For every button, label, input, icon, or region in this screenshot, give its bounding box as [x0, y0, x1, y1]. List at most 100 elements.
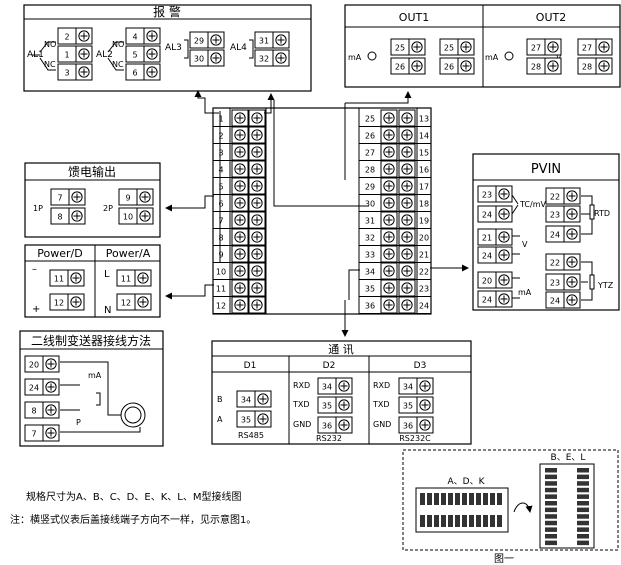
- svg-text:+: +: [32, 304, 40, 315]
- pvin-tcmv: TC/mV: [519, 200, 546, 209]
- note-line-2: 注：横竖式仪表后盖接线端子方向不一样，见示意图1。: [10, 513, 256, 526]
- twowire-terminal: 20: [29, 361, 39, 370]
- left-terminal-num: 11: [216, 285, 226, 294]
- left-terminal-num: 7: [218, 217, 223, 226]
- pvin-title: PVIN: [531, 162, 561, 177]
- mid-terminal-num: 27: [365, 149, 375, 158]
- left-terminal-num: 9: [218, 251, 223, 260]
- pvin-ma: mA: [518, 288, 532, 297]
- right-terminal-num: 24: [419, 302, 429, 311]
- pvin-terminal: 21: [482, 234, 492, 243]
- out1-terminal: 25: [444, 44, 454, 53]
- comm-d2-rxd: RXD: [293, 381, 310, 390]
- connectors: [165, 90, 469, 337]
- al4-label: AL4: [230, 43, 247, 53]
- figure-label-b: B、E、L: [551, 453, 586, 463]
- pvin-terminal: 23: [482, 191, 492, 200]
- out1-ma: mA: [348, 53, 362, 62]
- mid-terminal-num: 28: [365, 166, 375, 175]
- al1-terminal: 2: [64, 33, 69, 42]
- mid-terminal-num: 26: [365, 132, 375, 141]
- right-terminal-num: 15: [419, 149, 429, 158]
- al1-nc: NC: [44, 60, 56, 69]
- twowire-ma: mA: [88, 371, 102, 380]
- feed-terminal: 10: [123, 213, 133, 222]
- left-terminal-num: 8: [218, 234, 223, 243]
- right-terminal-num: 22: [419, 268, 429, 277]
- pvin-ytz: YTZ: [597, 281, 614, 290]
- comm-d3-gnd: GND: [373, 420, 391, 429]
- figure-one: A、D、K B、E、L 图一: [402, 449, 619, 565]
- figure-caption: 图一: [494, 553, 514, 565]
- svg-text:–: –: [32, 264, 37, 275]
- pvin-terminal: 24: [550, 297, 560, 306]
- mid-terminal-num: 34: [365, 268, 375, 277]
- comm-d1-b: B: [217, 395, 223, 404]
- out2-terminal: 28: [582, 63, 592, 72]
- al4-terminal: 31: [259, 37, 269, 46]
- out1-terminal: 26: [395, 63, 405, 72]
- pvin-terminal: 22: [550, 259, 560, 268]
- feed-1p: 1P: [33, 204, 43, 213]
- comm-d2-terminal: 34: [322, 383, 332, 392]
- mid-terminal-num: 32: [365, 234, 375, 243]
- pvin-terminal: 20: [482, 277, 492, 286]
- left-terminal-num: 1: [218, 115, 223, 124]
- pvin-terminal: 24: [482, 296, 492, 305]
- feed-2p: 2P: [103, 204, 113, 213]
- power-a-terminal: 11: [121, 275, 131, 284]
- figure-label-a: A、D、K: [448, 477, 486, 487]
- comm-d2-txd: TXD: [292, 400, 310, 409]
- feed-terminal: 7: [57, 194, 62, 203]
- left-terminal-num: 4: [218, 166, 223, 175]
- comm-d1-terminal: 35: [241, 416, 251, 425]
- left-terminal-num: 2: [218, 132, 223, 141]
- comm-d1-terminal: 34: [241, 396, 251, 405]
- left-terminal-num: 3: [218, 149, 223, 158]
- right-terminal-num: 17: [419, 183, 429, 192]
- right-terminal-num: 13: [419, 115, 429, 124]
- al4-terminal: 32: [259, 55, 269, 64]
- comm-d3-txd: TXD: [372, 400, 390, 409]
- out1-terminal: 25: [395, 44, 405, 53]
- al2-terminal: 6: [132, 69, 137, 78]
- out2-terminal: 28: [531, 63, 541, 72]
- al3-terminal: 29: [194, 37, 204, 46]
- al3-terminal: 30: [194, 55, 204, 64]
- left-terminal-num: 6: [218, 200, 223, 209]
- comm-d1: D1: [244, 361, 257, 371]
- note-line-1: 规格尺寸为A、B、C、D、E、K、L、M型接线图: [26, 490, 241, 503]
- al2-label: AL2: [96, 50, 113, 60]
- comm-d1-a: A: [217, 415, 223, 424]
- mid-terminal-num: 33: [365, 251, 375, 260]
- comm-d1-proto: RS485: [238, 431, 264, 440]
- feed-terminal: 8: [57, 213, 62, 222]
- comm-d2-terminal: 36: [322, 422, 332, 431]
- al2-nc: NC: [112, 60, 124, 69]
- comm-d3: D3: [414, 361, 427, 371]
- left-terminal-num: 10: [216, 268, 226, 277]
- out2-ma: mA: [485, 53, 499, 62]
- out2-title: OUT2: [536, 11, 566, 24]
- mid-terminal-num: 36: [365, 302, 375, 311]
- power-a-title: Power/A: [106, 247, 151, 260]
- power-d-terminal: 12: [54, 299, 64, 308]
- power-n: N: [104, 305, 111, 316]
- power-a-terminal: 12: [121, 299, 131, 308]
- power-d-terminal: 11: [54, 275, 64, 284]
- pvin-terminal: 22: [550, 193, 560, 202]
- pvin-terminal: 23: [550, 279, 560, 288]
- comm-d2: D2: [323, 361, 336, 371]
- twowire-terminal: 8: [31, 407, 36, 416]
- al1-terminal: 3: [64, 69, 69, 78]
- comm-d2-gnd: GND: [293, 420, 311, 429]
- left-terminal-num: 5: [218, 183, 223, 192]
- al2-terminal: 5: [132, 51, 137, 60]
- right-terminal-num: 21: [419, 251, 429, 260]
- out1-title: OUT1: [399, 11, 429, 24]
- power-d-title: Power/D: [37, 247, 82, 260]
- right-terminal-num: 19: [419, 217, 429, 226]
- power-l: L: [104, 269, 110, 280]
